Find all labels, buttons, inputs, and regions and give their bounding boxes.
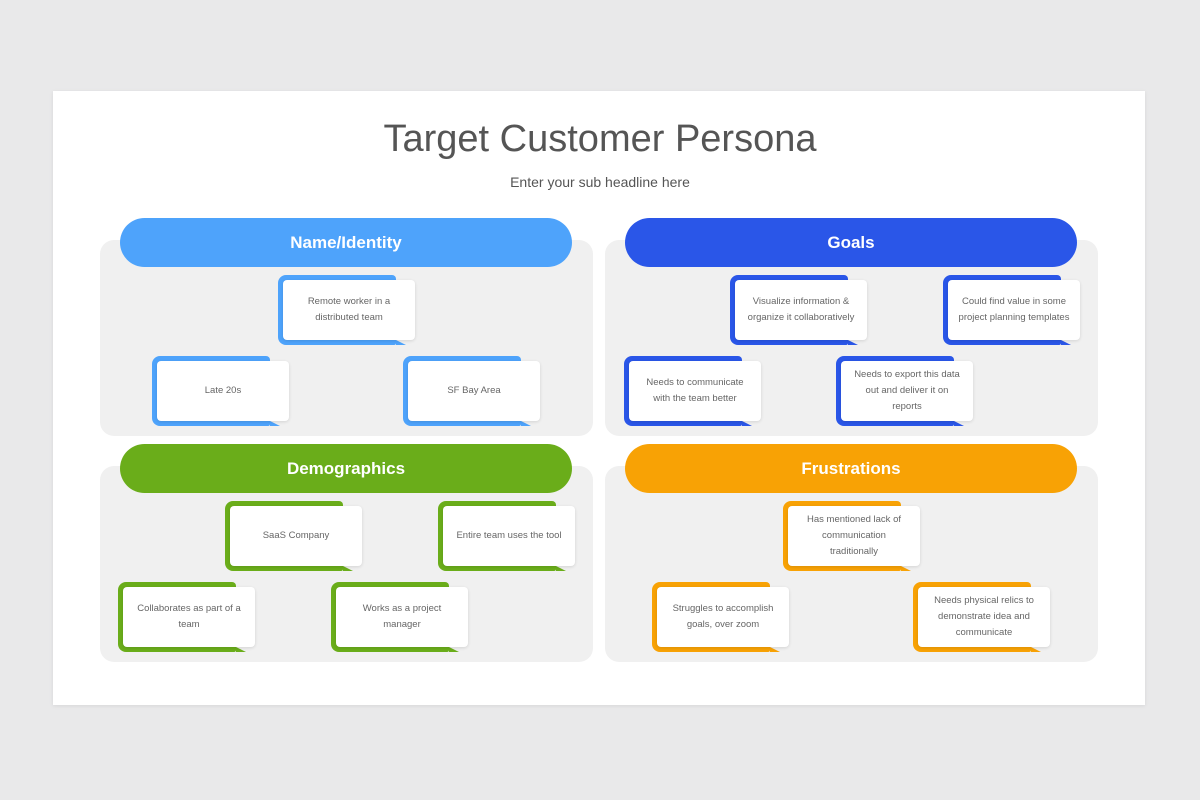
persona-card: Entire team uses the tool [438,501,575,571]
persona-card: Needs physical relics to demonstrate ide… [913,582,1050,652]
card-text: Could find value in some project plannin… [948,280,1080,340]
persona-card: Collaborates as part of a team [118,582,255,652]
page-title: Target Customer Persona [383,118,817,160]
persona-card: SaaS Company [225,501,362,571]
card-text: Entire team uses the tool [443,506,575,566]
card-text: Late 20s [157,361,289,421]
header-goals: Goals [625,218,1077,267]
persona-card: Needs to communicate with the team bette… [624,356,761,426]
persona-card: Struggles to accomplish goals, over zoom [652,582,789,652]
page-subtitle: Enter your sub headline here [510,174,690,190]
persona-card: Works as a project manager [331,582,468,652]
card-text: SF Bay Area [408,361,540,421]
card-text: Needs to export this data out and delive… [841,361,973,421]
persona-card: Late 20s [152,356,289,426]
card-text: Visualize information & organize it coll… [735,280,867,340]
card-text: Struggles to accomplish goals, over zoom [657,587,789,647]
persona-card: SF Bay Area [403,356,540,426]
card-text: Works as a project manager [336,587,468,647]
header-name: Name/Identity [120,218,572,267]
card-text: Has mentioned lack of communication trad… [788,506,920,566]
persona-card: Could find value in some project plannin… [943,275,1080,345]
persona-card: Remote worker in a distributed team [278,275,415,345]
card-text: Collaborates as part of a team [123,587,255,647]
persona-card: Needs to export this data out and delive… [836,356,973,426]
card-text: Remote worker in a distributed team [283,280,415,340]
persona-card: Visualize information & organize it coll… [730,275,867,345]
card-text: Needs to communicate with the team bette… [629,361,761,421]
card-text: SaaS Company [230,506,362,566]
card-text: Needs physical relics to demonstrate ide… [918,587,1050,647]
header-frustrations: Frustrations [625,444,1077,493]
header-demographics: Demographics [120,444,572,493]
persona-card: Has mentioned lack of communication trad… [783,501,920,571]
